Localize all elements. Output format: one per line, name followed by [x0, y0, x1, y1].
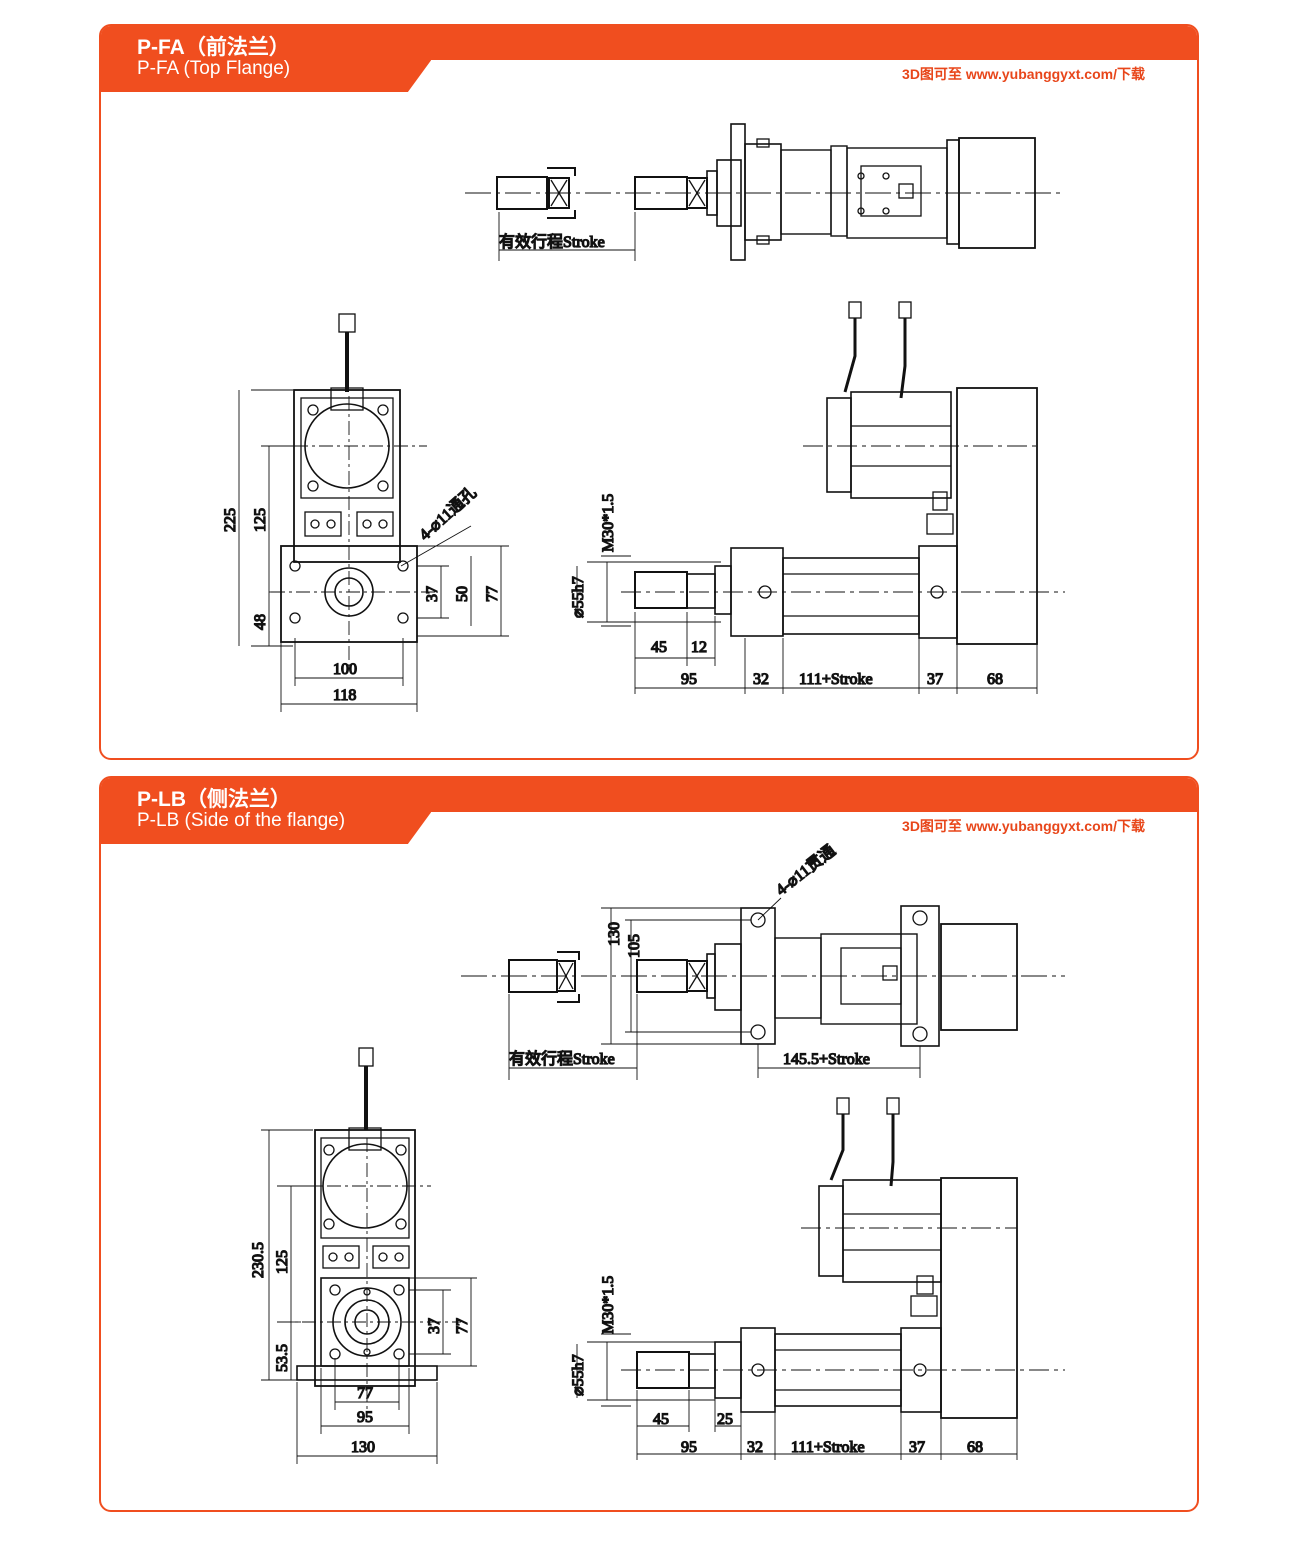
front-view-dimensions — [238, 389, 509, 712]
dim-145-stroke: 145.5+Stroke — [783, 1051, 870, 1068]
panel-title-cn: P-LB（侧法兰） — [137, 788, 291, 811]
download-link[interactable]: 3D图可至 www.yubanggyxt.com/下载 — [902, 66, 1145, 82]
stroke-label: 有效行程Stroke — [509, 1050, 615, 1068]
top-view — [465, 123, 1065, 261]
dim-130: 130 — [351, 1439, 375, 1456]
dim-32: 32 — [747, 1439, 763, 1456]
stroke-dimension — [498, 212, 636, 261]
dim-118: 118 — [333, 687, 356, 704]
thread-label: M30*1.5 — [600, 1276, 617, 1334]
dim-45: 45 — [651, 639, 667, 656]
dia-label: ⌀55h7 — [570, 1354, 587, 1396]
dim-37b: 37 — [909, 1439, 925, 1456]
panel-title-en: P-LB (Side of the flange) — [137, 810, 346, 831]
dim-48: 48 — [252, 614, 269, 630]
header-tab — [101, 26, 431, 92]
side-view — [621, 301, 1065, 645]
dim-77: 77 — [484, 586, 501, 602]
dim-45: 45 — [653, 1411, 669, 1428]
top-flange-drawing: 有效行程Stroke — [221, 123, 1065, 712]
dim-32: 32 — [753, 671, 769, 688]
thread-label: M30*1.5 — [600, 494, 617, 552]
dim-95: 95 — [681, 671, 697, 688]
dim-68: 68 — [967, 1439, 983, 1456]
dim-68: 68 — [987, 671, 1003, 688]
panel-side-flange: P-LB（侧法兰） P-LB (Side of the flange) 3D图可… — [99, 776, 1199, 1512]
dim-12: 12 — [691, 639, 707, 656]
dim-111-stroke: 111+Stroke — [791, 1439, 865, 1456]
dim-77v: 77 — [454, 1318, 471, 1334]
dim-37: 37 — [426, 1318, 443, 1334]
dim-37: 37 — [424, 586, 441, 602]
side-view-dimensions — [576, 1333, 1018, 1460]
dim-50: 50 — [454, 586, 471, 602]
front-view — [269, 313, 472, 666]
hole-note: 4-⌀11贯通 — [772, 842, 839, 900]
dim-95w: 95 — [357, 1409, 373, 1426]
dim-100: 100 — [333, 661, 357, 678]
stroke-label: 有效行程Stroke — [499, 233, 605, 251]
dim-105: 105 — [626, 934, 643, 958]
dim-230-5: 230.5 — [250, 1242, 267, 1278]
dim-225: 225 — [222, 508, 239, 532]
dim-25: 25 — [717, 1411, 733, 1428]
top-view — [461, 905, 1065, 1047]
panel-title-en: P-FA (Top Flange) — [137, 58, 291, 79]
dim-125: 125 — [274, 1250, 291, 1274]
front-view-dimensions — [261, 1129, 477, 1464]
side-view — [621, 1097, 1065, 1419]
dim-53-5: 53.5 — [274, 1344, 291, 1372]
header-tab — [101, 778, 431, 844]
side-flange-drawing: 130 105 4-⌀11贯通 有效行程Stroke 145.5+Stroke — [249, 841, 1065, 1464]
hole-note: 4-⌀11通孔 — [416, 484, 480, 544]
dim-37b: 37 — [927, 671, 943, 688]
dim-77: 77 — [357, 1385, 373, 1402]
dia-label: ⌀55h7 — [570, 576, 587, 618]
dim-111-stroke: 111+Stroke — [799, 671, 873, 688]
panel-title-cn: P-FA（前法兰） — [137, 36, 290, 59]
panel-top-flange: P-FA（前法兰） P-FA (Top Flange) 3D图可至 www.yu… — [99, 24, 1199, 760]
front-view — [277, 1047, 461, 1418]
dim-125: 125 — [252, 508, 269, 532]
dim-95: 95 — [681, 1439, 697, 1456]
side-view-dimensions — [576, 555, 1038, 694]
top-view-dimensions — [508, 897, 921, 1080]
download-link[interactable]: 3D图可至 www.yubanggyxt.com/下载 — [902, 818, 1145, 834]
dim-130v: 130 — [606, 922, 623, 946]
